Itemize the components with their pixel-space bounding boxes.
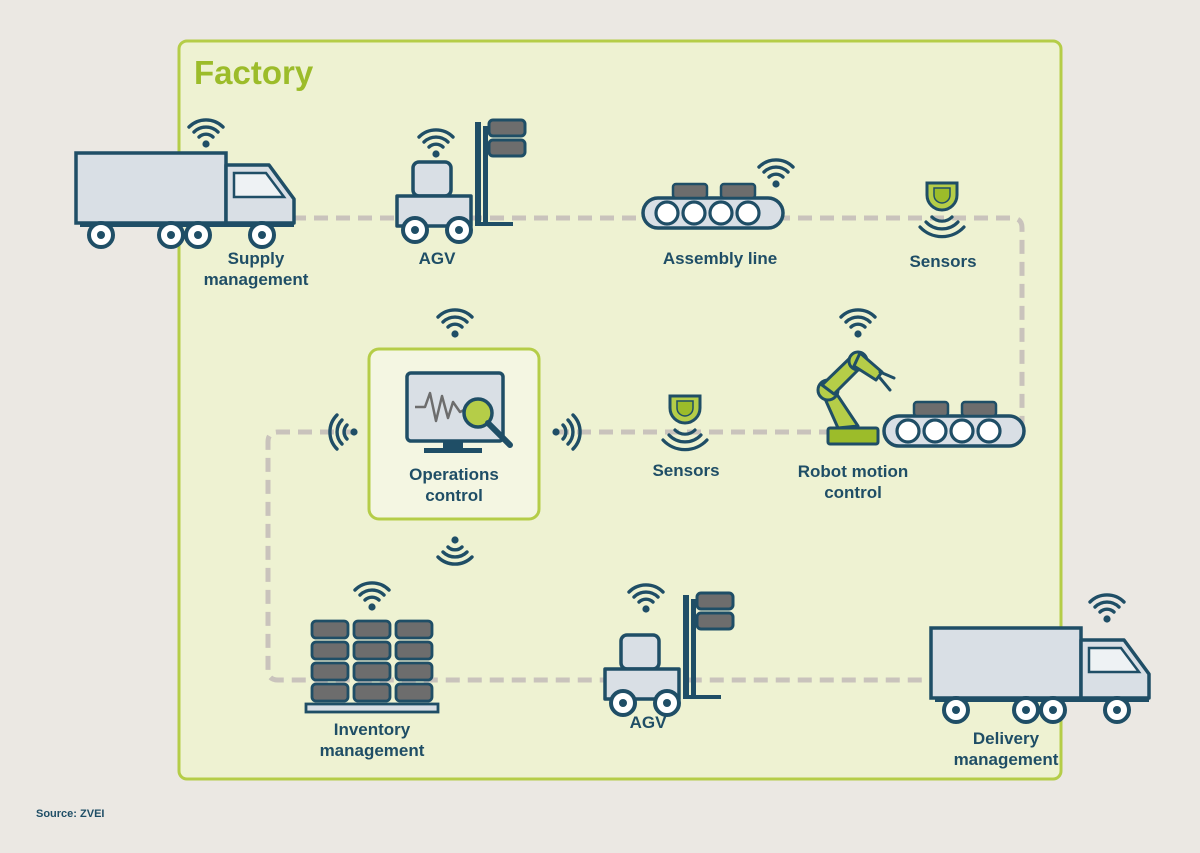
material-flow-path — [265, 215, 1025, 683]
inventory-pallet-icon — [304, 619, 440, 714]
agv-bottom-label: AGV — [629, 713, 667, 732]
robot-label-line2: control — [824, 483, 882, 502]
operations-label-line1: Operations — [409, 465, 499, 484]
operations-control-label: Operations control — [386, 464, 522, 506]
sensors-top-label: Sensors — [909, 252, 977, 271]
magnifier-icon — [462, 397, 513, 448]
wifi-icon — [1088, 593, 1126, 625]
supply-label-line2: management — [203, 270, 309, 289]
delivery-management-label: Delivery management — [926, 728, 1086, 770]
robot-arm-icon — [816, 350, 896, 446]
supply-management-label: Supply management — [186, 248, 326, 290]
agv-top-label: AGV — [418, 249, 456, 268]
operations-label-line2: control — [425, 486, 483, 505]
robot-label-line1: Robot motion — [797, 462, 909, 481]
delivery-truck-icon — [929, 626, 1151, 724]
source-note: Source: ZVEI — [36, 808, 105, 820]
delivery-label-line2: management — [953, 750, 1059, 769]
supply-truck-icon — [74, 151, 296, 249]
factory-title: Factory — [194, 54, 314, 91]
inventory-label-line1: Inventory — [333, 720, 411, 739]
inventory-management-label: Inventory management — [302, 719, 442, 761]
inventory-label-line2: management — [319, 741, 425, 760]
assembly-line-label: Assembly line — [662, 249, 778, 268]
sensors-mid-label: Sensors — [652, 461, 720, 480]
robot-motion-control-label: Robot motion control — [778, 461, 928, 503]
delivery-label-line1: Delivery — [972, 729, 1040, 748]
supply-label-line1: Supply — [227, 249, 285, 268]
